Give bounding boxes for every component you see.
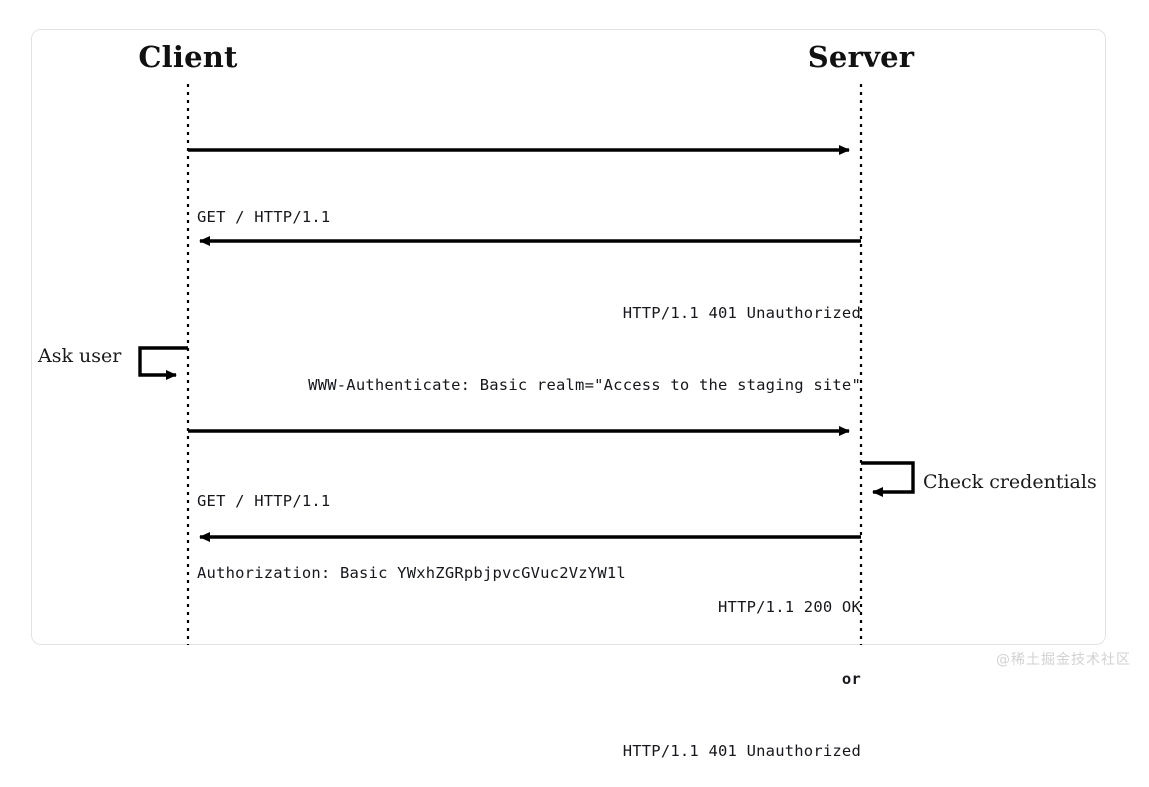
message-response-401: HTTP/1.1 401 Unauthorized WWW-Authentica… bbox=[201, 253, 861, 421]
message-response-final: HTTP/1.1 200 OK or HTTP/1.1 401 Unauthor… bbox=[201, 547, 861, 787]
message-line: HTTP/1.1 200 OK bbox=[718, 598, 861, 616]
diagram-card bbox=[31, 29, 1106, 645]
or-separator: or bbox=[841, 670, 861, 688]
message-line: GET / HTTP/1.1 bbox=[197, 492, 331, 510]
message-request-1: GET / HTTP/1.1 bbox=[197, 157, 330, 253]
self-loop-check-credentials bbox=[861, 461, 915, 497]
watermark: @稀土掘金技术社区 bbox=[996, 652, 1131, 668]
sequence-diagram-canvas bbox=[138, 84, 915, 645]
message-line: Authorization: Basic YWxhZGRpbjpvcGVuc2V… bbox=[197, 564, 626, 582]
message-line: HTTP/1.1 401 Unauthorized bbox=[622, 304, 861, 322]
message-line: GET / HTTP/1.1 bbox=[197, 208, 331, 226]
message-line: WWW-Authenticate: Basic realm="Access to… bbox=[308, 376, 861, 394]
message-line: HTTP/1.1 401 Unauthorized bbox=[622, 742, 861, 760]
message-request-2: GET / HTTP/1.1 Authorization: Basic YWxh… bbox=[197, 441, 626, 609]
note-label-check-credentials: Check credentials bbox=[923, 471, 1097, 493]
actor-label-server: Server bbox=[807, 40, 915, 74]
self-loop-ask-user bbox=[138, 346, 188, 380]
note-label-ask-user: Ask user bbox=[38, 345, 122, 367]
message-line-emphasis: or bbox=[201, 667, 861, 691]
actor-label-client: Client bbox=[138, 40, 238, 74]
